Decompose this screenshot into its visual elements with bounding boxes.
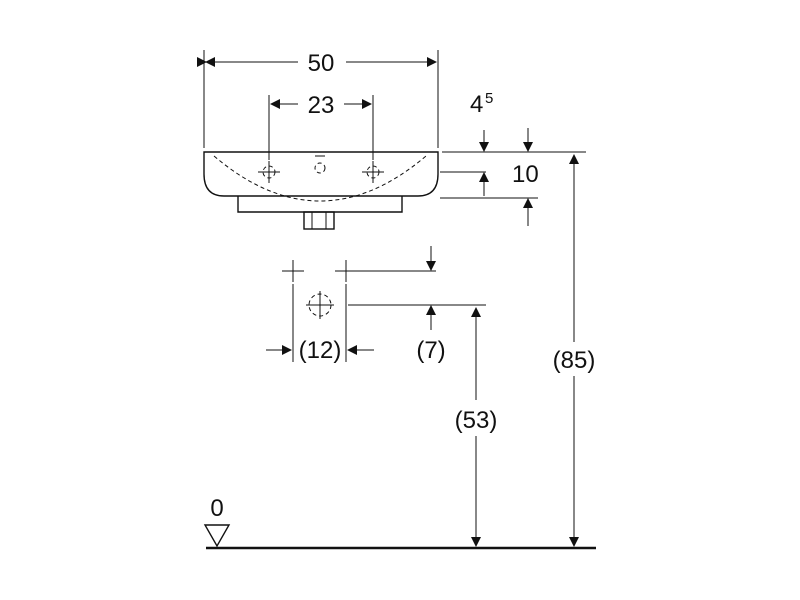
overflow-hole xyxy=(314,162,326,174)
tap-hole-left xyxy=(258,161,280,183)
supply-offset-label: (7) xyxy=(416,337,445,364)
supply-spacing-label: (12) xyxy=(299,337,342,364)
tap-hole-right xyxy=(362,161,384,183)
supply-point-right xyxy=(335,260,436,282)
floor-level-label: 0 xyxy=(210,495,223,522)
width-dimension: 50 xyxy=(197,50,439,148)
tap-spacing-label: 23 xyxy=(308,92,335,119)
width-label: 50 xyxy=(308,50,335,77)
rim-height-dimension: (85) xyxy=(553,154,596,547)
basin-outline xyxy=(203,151,439,230)
waste-height-dimension: (53) xyxy=(455,307,498,547)
basin-depth-label: 10 xyxy=(512,161,539,188)
rim-height-label: (85) xyxy=(553,347,596,374)
waste-point xyxy=(306,291,486,319)
rim-thickness-label: 4 xyxy=(470,91,483,118)
tap-spacing-dimension: 23 xyxy=(268,92,374,160)
waste-height-label: (53) xyxy=(455,407,498,434)
rim-thickness-sup: 5 xyxy=(485,90,493,107)
rim-depth-dimension: 4 5 10 xyxy=(440,90,586,226)
supply-offset-dimension: (7) xyxy=(416,246,446,364)
floor-line: 0 xyxy=(203,495,596,550)
supply-point-left xyxy=(282,260,304,282)
supply-spacing-dimension: (12) xyxy=(266,284,374,364)
